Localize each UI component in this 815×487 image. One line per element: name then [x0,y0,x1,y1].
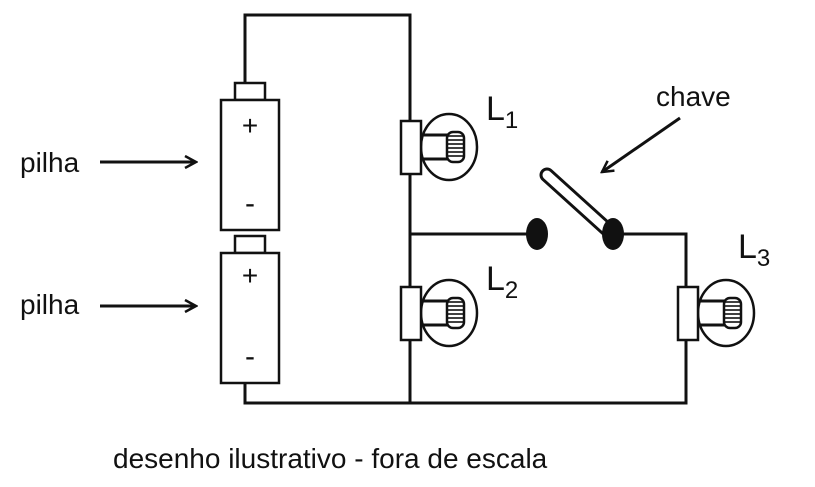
caption: desenho ilustrativo - fora de escala [113,443,548,474]
lamp-l1-label: L1 [486,90,518,134]
lamp-l3-label: L3 [738,228,770,272]
arrow-icon [602,116,681,172]
lamp-l2-label: L2 [486,260,518,304]
switch [526,167,624,250]
switch-label: chave [656,81,731,112]
lamp-l1 [399,112,479,182]
plus-sign: + [242,260,258,291]
battery-bottom: + - [219,234,281,385]
minus-sign: - [245,340,255,373]
switch-contact [526,218,548,250]
battery-label-bottom: pilha [20,289,80,320]
minus-sign: - [245,187,255,220]
battery-top: + - [219,81,281,232]
plus-sign: + [242,110,258,141]
switch-pivot [602,218,624,250]
battery-label-top: pilha [20,147,80,178]
lamp-l3 [676,278,756,348]
wires [243,13,688,405]
lamp-l2 [399,278,479,348]
